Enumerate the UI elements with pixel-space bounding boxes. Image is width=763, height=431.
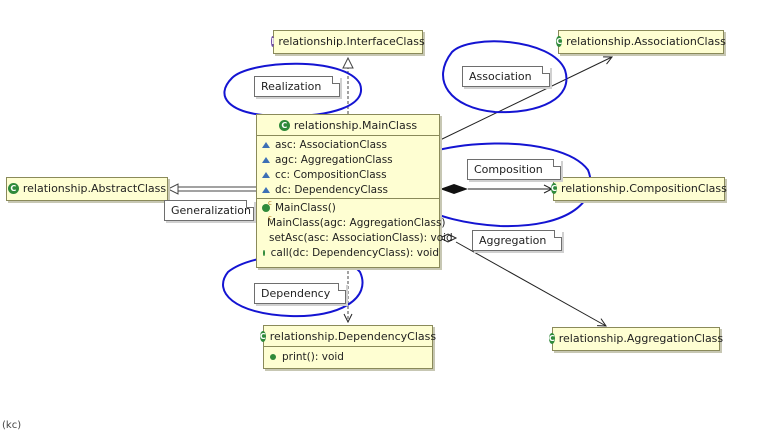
public-method-icon [270,353,276,360]
note-association: Association [462,66,550,87]
method-text: setAsc(asc: AssociationClass): void [269,231,453,244]
composition-diamond [440,184,468,194]
aggregation-class-box[interactable]: C relationship.AggregationClass [548,327,723,351]
field-row: asc: AssociationClass [257,137,439,152]
composition-class-box[interactable]: C relationship.CompositionClass [551,177,727,201]
constructor-icon [262,199,272,212]
method-row: setAsc(asc: AssociationClass): void [257,230,453,245]
realization-arrowhead [342,56,354,69]
main-class-box[interactable]: C relationship.MainClass asc: Associatio… [256,114,453,268]
circle-realization [223,62,363,118]
package-field-icon [262,156,270,163]
circle-association [442,40,568,114]
package-field-icon [262,141,270,148]
aggregation-class-header: C relationship.AggregationClass [548,328,723,348]
class-icon: C [548,332,555,344]
note-dependency: Dependency [254,283,346,304]
note-generalization: Generalization [164,200,254,221]
field-row: dc: DependencyClass [257,182,439,197]
field-row: agc: AggregationClass [257,152,439,167]
main-class-name: relationship.MainClass [293,118,418,132]
dependency-class-name: relationship.DependencyClass [269,329,437,343]
class-icon: C [259,330,266,342]
abstract-class-name: relationship.AbstractClass [22,181,167,195]
dependency-class-box[interactable]: C relationship.DependencyClass print(): … [259,325,436,369]
class-icon: C [7,182,19,194]
class-icon: C [551,182,558,194]
method-row: call(dc: DependencyClass): void [257,245,439,260]
note-realization: Realization [254,76,340,97]
class-icon: C [556,35,563,47]
interface-class-header: I relationship.InterfaceClass [271,31,425,51]
composition-class-name: relationship.CompositionClass [561,181,727,195]
aggregation-class-name: relationship.AggregationClass [558,331,724,345]
main-class-header: C relationship.MainClass [257,115,439,135]
field-text: agc: AggregationClass [275,153,393,166]
method-text: print(): void [282,350,344,363]
main-methods-section: MainClass() MainClass(agc: AggregationCl… [257,198,453,261]
method-row: print(): void [264,349,432,364]
package-field-icon [262,171,270,178]
association-line [437,57,612,142]
note-aggregation: Aggregation [472,230,562,251]
composition-class-header: C relationship.CompositionClass [551,178,727,198]
aggregation-line [455,241,606,326]
association-class-name: relationship.AssociationClass [566,34,726,48]
method-text: MainClass() [275,201,336,214]
association-class-box[interactable]: C relationship.AssociationClass [556,30,726,54]
abstract-class-box[interactable]: C relationship.AbstractClass [6,177,168,201]
main-fields-section: asc: AssociationClass agc: AggregationCl… [257,135,439,198]
method-text: call(dc: DependencyClass): void [270,246,439,259]
field-text: dc: DependencyClass [275,183,389,196]
note-composition: Composition [467,159,561,180]
interface-class-box[interactable]: I relationship.InterfaceClass [271,30,425,54]
generalization-arrowhead [166,183,179,195]
footer-text: (kc) [2,420,22,431]
interface-icon: I [271,35,275,47]
method-row: MainClass(agc: AggregationClass) [257,214,446,230]
dependency-class-header: C relationship.DependencyClass [259,326,436,346]
abstract-class-header: C relationship.AbstractClass [7,178,167,198]
association-class-header: C relationship.AssociationClass [556,31,726,51]
aggregation-diamond [438,233,458,243]
field-text: asc: AssociationClass [275,138,387,151]
method-row: MainClass() [257,199,439,215]
package-field-icon [262,186,270,193]
field-row: cc: CompositionClass [257,167,439,182]
field-text: cc: CompositionClass [275,168,387,181]
dependency-methods-section: print(): void [264,346,432,366]
method-text: MainClass(agc: AggregationClass) [267,216,446,229]
interface-class-name: relationship.InterfaceClass [278,34,425,48]
class-icon: C [278,119,290,131]
public-method-icon [263,249,265,256]
